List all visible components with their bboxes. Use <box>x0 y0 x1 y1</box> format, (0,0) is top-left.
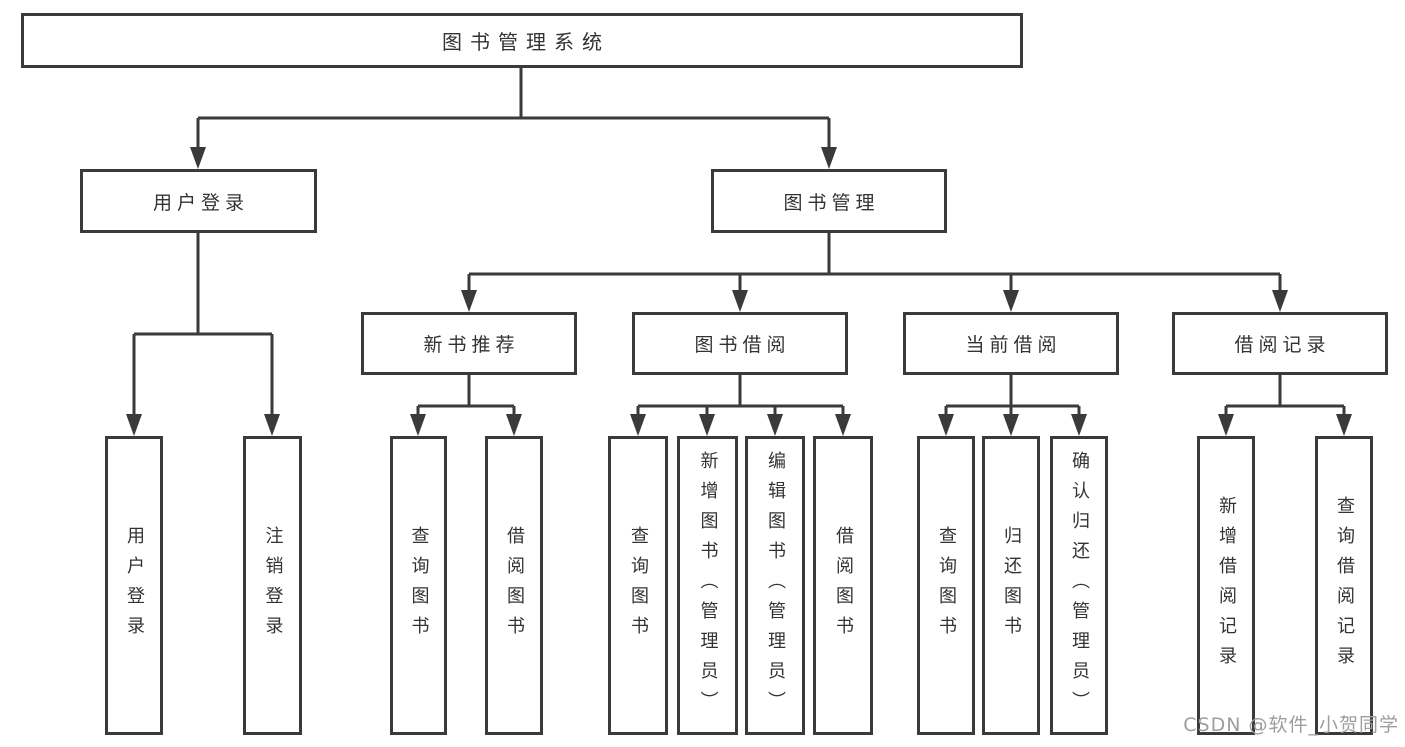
leaf-logout-label: 注销登录 <box>262 525 284 646</box>
leaf-return-book-label: 归还图书 <box>1001 525 1022 646</box>
arrow-down-icon <box>506 414 522 436</box>
node-root-label: 图书管理系统 <box>442 30 610 54</box>
leaf-user-login-label: 用户登录 <box>124 525 145 646</box>
leaf-confirm-return-admin: 确认归还（管理员） <box>1050 436 1108 735</box>
leaf-add-book-admin-label: 新增图书（管理员） <box>697 450 719 721</box>
arrow-down-icon <box>126 414 142 436</box>
arrow-down-icon <box>1272 290 1288 312</box>
arrow-down-icon <box>938 414 954 436</box>
arrow-down-icon <box>190 147 206 169</box>
leaf-query-book-current-label: 查询图书 <box>936 525 957 646</box>
arrow-down-icon <box>630 414 646 436</box>
arrow-down-icon <box>1218 414 1234 436</box>
leaf-borrow-book-label: 借阅图书 <box>833 525 854 646</box>
leaf-confirm-return-admin-label: 确认归还（管理员） <box>1069 450 1090 721</box>
node-user-login: 用户登录 <box>80 169 317 233</box>
node-borrow-records: 借阅记录 <box>1172 312 1388 375</box>
arrow-down-icon <box>835 414 851 436</box>
leaf-logout: 注销登录 <box>243 436 302 735</box>
leaf-query-book-current: 查询图书 <box>917 436 975 735</box>
arrow-down-icon <box>699 414 715 436</box>
leaf-edit-book-admin: 编辑图书（管理员） <box>745 436 805 735</box>
node-book-borrow: 图书借阅 <box>632 312 848 375</box>
leaf-borrow-book-recommend: 借阅图书 <box>485 436 543 735</box>
arrow-down-icon <box>1336 414 1352 436</box>
node-new-book-recommend-label: 新书推荐 <box>423 334 520 356</box>
node-user-login-label: 用户登录 <box>152 191 249 214</box>
leaf-query-book-borrow: 查询图书 <box>608 436 668 735</box>
arrow-down-icon <box>1003 290 1019 312</box>
leaf-query-book-recommend: 查询图书 <box>390 436 447 735</box>
arrow-down-icon <box>410 414 426 436</box>
arrow-down-icon <box>1071 414 1087 436</box>
node-root: 图书管理系统 <box>21 13 1023 68</box>
leaf-add-book-admin: 新增图书（管理员） <box>677 436 738 735</box>
arrow-down-icon <box>821 147 837 169</box>
leaf-query-book-borrow-label: 查询图书 <box>628 525 649 646</box>
leaf-query-book-recommend-label: 查询图书 <box>408 525 430 646</box>
node-current-borrow: 当前借阅 <box>903 312 1119 375</box>
node-new-book-recommend: 新书推荐 <box>361 312 577 375</box>
leaf-query-borrow-record: 查询借阅记录 <box>1315 436 1373 735</box>
node-book-borrow-label: 图书借阅 <box>694 334 791 356</box>
arrow-down-icon <box>461 290 477 312</box>
node-borrow-records-label: 借阅记录 <box>1234 334 1331 356</box>
node-book-management: 图书管理 <box>711 169 947 233</box>
leaf-edit-book-admin-label: 编辑图书（管理员） <box>765 450 786 721</box>
arrow-down-icon <box>732 290 748 312</box>
arrow-down-icon <box>767 414 783 436</box>
arrow-down-icon <box>264 414 280 436</box>
arrow-down-icon <box>1003 414 1019 436</box>
csdn-watermark: CSDN @软件_小贺同学 <box>1183 714 1399 736</box>
leaf-add-borrow-record: 新增借阅记录 <box>1197 436 1255 735</box>
leaf-query-borrow-record-label: 查询借阅记录 <box>1334 495 1355 676</box>
node-current-borrow-label: 当前借阅 <box>965 334 1062 356</box>
leaf-user-login: 用户登录 <box>105 436 163 735</box>
leaf-return-book: 归还图书 <box>982 436 1040 735</box>
node-book-management-label: 图书管理 <box>783 191 880 214</box>
leaf-borrow-book-recommend-label: 借阅图书 <box>504 525 525 646</box>
leaf-borrow-book: 借阅图书 <box>813 436 873 735</box>
leaf-add-borrow-record-label: 新增借阅记录 <box>1216 495 1237 676</box>
